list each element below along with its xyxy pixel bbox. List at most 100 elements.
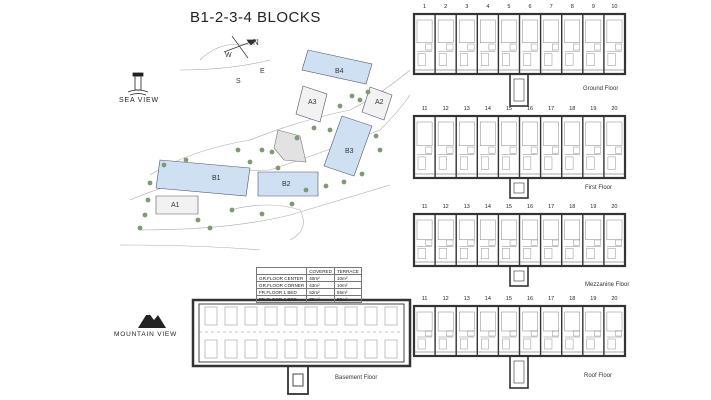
mezzanine-floor-label: Mezzanine Floor	[585, 282, 630, 288]
unit-number: 20	[611, 106, 618, 112]
palm-tree-icon	[145, 197, 151, 203]
palm-tree-icon	[183, 157, 189, 163]
palm-tree-icon	[327, 127, 333, 133]
unit-number: 18	[569, 296, 576, 302]
palm-tree-icon	[303, 187, 309, 193]
unit-number: 14	[484, 106, 491, 112]
unit-number: 15	[505, 106, 512, 112]
palm-tree-icon	[161, 162, 167, 168]
palm-tree-icon	[195, 217, 201, 223]
unit-number: 16	[526, 296, 534, 302]
palm-tree-icon	[323, 183, 329, 189]
palm-tree-icon	[275, 165, 281, 171]
palm-tree-icon	[341, 179, 347, 185]
area-table-cell: GR.FLOOR CORNER	[255, 281, 308, 289]
block-b3-label: B3	[345, 148, 354, 155]
block-b1-shape	[155, 159, 251, 197]
compass-w-label: W	[225, 52, 232, 59]
unit-number: 15	[505, 204, 512, 210]
basement-floor-label: Basement Floor	[335, 375, 378, 381]
block-a3-label: A3	[308, 99, 317, 106]
unit-number: 15	[505, 296, 512, 302]
mountain-icon	[138, 312, 166, 328]
block-b1-label: B1	[212, 175, 221, 182]
area-table-cell: 55m²	[333, 288, 362, 296]
palm-tree-icon	[337, 103, 343, 109]
unit-number: 18	[569, 204, 576, 210]
roof-floor-plan	[412, 304, 627, 389]
unit-number: 2	[444, 4, 448, 10]
palm-tree-icon	[359, 171, 365, 177]
unit-number: 17	[548, 296, 555, 302]
palm-tree-icon	[137, 225, 143, 231]
area-table-header-cell	[255, 267, 308, 275]
unit-number: 11	[421, 204, 428, 210]
first-floor-plan	[412, 114, 627, 199]
unit-number: 14	[484, 296, 491, 302]
block-b2-shape	[257, 171, 319, 197]
palm-tree-icon	[373, 133, 379, 139]
palm-tree-icon	[259, 147, 265, 153]
block-a3-shape	[295, 85, 328, 123]
mountain-view-logo-label: MOUNTAIN VIEW	[114, 331, 177, 338]
unit-number: 12	[442, 204, 449, 210]
unit-number: 9	[591, 4, 595, 10]
unit-number: 19	[590, 106, 597, 112]
palm-tree-icon	[311, 125, 317, 131]
palm-trees	[137, 89, 383, 231]
unit-number: 4	[486, 4, 490, 10]
page-title: B1-2-3-4 BLOCKS	[190, 9, 321, 26]
palm-tree-icon	[247, 159, 253, 165]
first-floor-label: First Floor	[585, 185, 612, 191]
block-a2-label: A2	[375, 99, 384, 106]
unit-number: 13	[463, 106, 470, 112]
palm-tree-icon	[147, 180, 153, 186]
unit-number: 5	[507, 4, 511, 10]
unit-number: 18	[569, 106, 576, 112]
unit-number: 17	[548, 106, 555, 112]
area-table-row: GR.FLOOR CENTER 40m² 10m²	[255, 274, 362, 282]
ground-floor-label: Ground Floor	[583, 86, 619, 92]
palm-tree-icon	[357, 97, 363, 103]
area-table-cell: 62m²	[306, 288, 335, 296]
block-a1-label: A1	[171, 202, 180, 209]
mezzanine-floor-plan	[412, 212, 627, 287]
floor-plans	[412, 12, 627, 389]
compass-s-label: S	[236, 78, 241, 85]
area-table-row: FR.FLOOR 2 BED 75m² 55m²	[255, 295, 362, 303]
block-b2-label: B2	[282, 181, 291, 188]
basement-floor-plan	[191, 298, 412, 395]
unit-number: 13	[463, 296, 470, 302]
pool-shape	[273, 129, 307, 163]
area-table: COVERED TERRACE GR.FLOOR CENTER 40m² 10m…	[255, 267, 362, 303]
unit-number: 19	[590, 204, 597, 210]
ground-floor-plan	[412, 12, 627, 107]
palm-tree-icon	[207, 225, 213, 231]
palm-tree-icon	[289, 201, 295, 207]
area-table-cell: 43m²	[306, 281, 335, 289]
area-table-cell: FR.FLOOR 2 BED	[255, 295, 308, 303]
compass-icon	[223, 35, 257, 59]
unit-number: 3	[465, 4, 469, 10]
area-table-cell: 10m²	[333, 281, 362, 289]
unit-number: 6	[528, 4, 532, 10]
unit-number: 17	[548, 204, 555, 210]
block-a2-shape	[361, 86, 393, 121]
roof-floor-label: Roof Floor	[584, 373, 613, 379]
unit-number: 11	[421, 296, 428, 302]
area-table-cell: 55m²	[333, 295, 362, 303]
unit-number: 10	[611, 4, 618, 10]
block-b3-shape	[323, 115, 373, 177]
area-table-header-cell: COVERED	[306, 267, 335, 275]
unit-number: 12	[442, 106, 449, 112]
area-table-header: COVERED TERRACE	[255, 267, 362, 275]
palm-tree-icon	[235, 147, 241, 153]
palm-tree-icon	[269, 149, 275, 155]
unit-number: 14	[484, 204, 491, 210]
block-a1-shape	[155, 195, 199, 215]
unit-number: 20	[611, 296, 618, 302]
area-table-header-cell: TERRACE	[333, 267, 362, 275]
compass-n-label: N	[253, 38, 259, 47]
area-table-row: GR.FLOOR CORNER 43m² 10m²	[255, 281, 362, 289]
palm-tree-icon	[349, 93, 355, 99]
